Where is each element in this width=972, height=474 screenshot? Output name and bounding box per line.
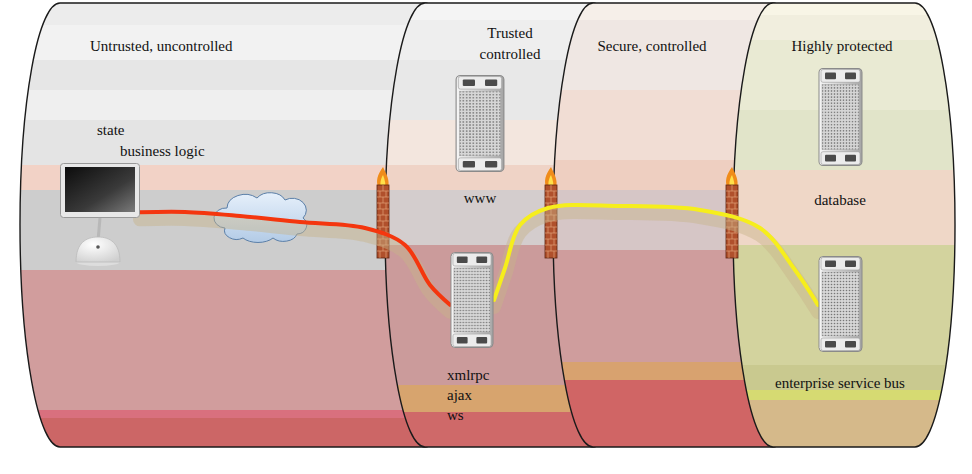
server-handle-gap <box>825 341 836 348</box>
client-computer: state business logic <box>55 118 230 270</box>
client-note: business logic <box>120 142 205 160</box>
zone-title: Untrusted, uncontrolled <box>90 37 232 55</box>
connection-shadow <box>140 219 450 312</box>
server-handle <box>821 338 860 351</box>
server-handle-gap <box>825 73 836 80</box>
server-case <box>819 257 862 352</box>
server-icon <box>818 256 863 352</box>
server-handle-gap <box>485 161 497 168</box>
server-handle-gap <box>457 257 468 264</box>
computer-icon <box>60 163 140 268</box>
zone-title: Highly protected <box>791 37 892 55</box>
server-handle-gap <box>485 80 497 87</box>
server-case <box>819 69 862 166</box>
server-case <box>451 253 493 348</box>
security-zone: Highly protected database enterprise servi… <box>745 4 955 444</box>
monitor-screen <box>65 167 135 212</box>
zone-title: Trusted controlled <box>480 23 541 65</box>
security-zone: Secure, controlled <box>565 4 730 444</box>
server-icon <box>450 252 494 348</box>
monitor-dot <box>96 245 100 249</box>
server-icon <box>455 75 505 172</box>
server-handle-gap <box>463 161 475 168</box>
connection-line <box>494 205 818 312</box>
server-node: enterprise service bus <box>750 252 930 402</box>
server-label: www <box>464 189 497 207</box>
connection-shadow <box>494 212 818 312</box>
monitor-frame <box>61 164 140 218</box>
server-handle-gap <box>476 257 487 264</box>
monitor-dome <box>76 237 120 262</box>
server-handle-gap <box>845 261 856 268</box>
connection-path <box>494 205 818 305</box>
server-grille <box>454 268 490 332</box>
firewall-symbol <box>726 167 738 258</box>
connection-line <box>140 212 450 312</box>
server-handle <box>453 334 491 347</box>
security-zone: Untrusted, uncontrolled state business log… <box>20 4 385 444</box>
server-grille <box>459 91 500 156</box>
server-handle <box>821 258 860 271</box>
server-handle <box>458 77 501 90</box>
client-note: state <box>97 121 125 139</box>
server-node: xmlrpc ajax ws <box>440 248 520 428</box>
server-node: www <box>440 70 520 210</box>
server-grille <box>822 84 859 149</box>
server-handle-gap <box>825 155 836 162</box>
server-handle-gap <box>476 337 487 344</box>
server-node: database <box>795 62 885 212</box>
server-icon <box>818 68 863 166</box>
server-handle <box>821 70 860 83</box>
server-handle-gap <box>463 80 475 87</box>
zone-body <box>728 0 963 450</box>
server-handle-gap <box>825 261 836 268</box>
server-grille <box>822 272 859 336</box>
security-zone: Trusted controlled www xmlrpc ajax ws <box>392 4 562 444</box>
server-label: xmlrpc ajax ws <box>447 365 490 425</box>
server-handle-gap <box>845 73 856 80</box>
server-handle <box>453 254 491 267</box>
server-handle <box>458 158 501 171</box>
server-handle-gap <box>845 341 856 348</box>
server-handle-gap <box>845 155 856 162</box>
zone-title: Secure, controlled <box>597 37 706 55</box>
server-handle-gap <box>457 337 468 344</box>
server-label: database <box>814 191 866 209</box>
connection-path <box>140 212 450 305</box>
server-case <box>456 76 504 172</box>
server-label: enterprise service bus <box>775 374 905 392</box>
server-handle <box>821 152 860 165</box>
